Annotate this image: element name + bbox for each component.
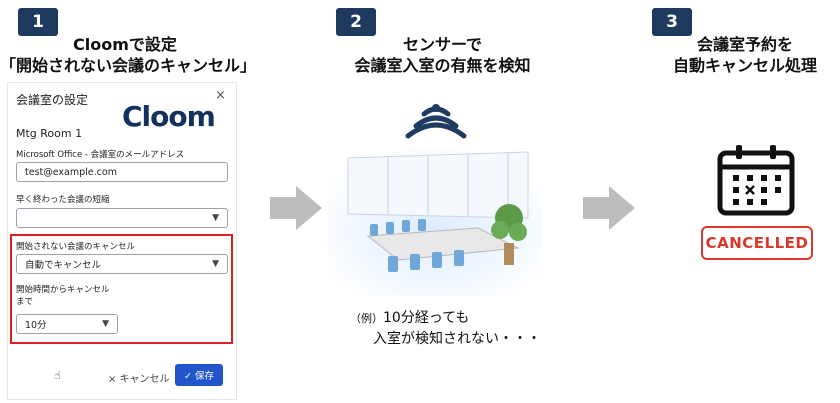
email-value: test@example.com: [25, 166, 117, 178]
example-note: （例）10分経っても 入室が検知されない・・・: [350, 308, 541, 349]
save-button[interactable]: ✓ 保存: [175, 364, 223, 386]
step-1-title-line2: 「開始されない会議のキャンセル」: [0, 56, 257, 75]
shorten-label: 早く終わった会議の短縮: [16, 195, 110, 205]
step-2-heading: センサーで 会議室入室の有無を検知: [325, 34, 560, 76]
cancelled-stamp: CANCELLED: [701, 226, 813, 260]
hand-cursor-icon: ☝: [54, 369, 61, 382]
step-2-title-line1: センサーで: [402, 35, 483, 54]
step-3-heading: 会議室予約を 自動キャンセル処理: [655, 34, 835, 76]
email-field[interactable]: test@example.com: [16, 162, 228, 182]
step-1-heading: Cloomで設定 「開始されない会議のキャンセル」: [0, 34, 257, 76]
chevron-down-icon: ▼: [102, 319, 109, 329]
close-icon[interactable]: ×: [215, 88, 226, 103]
cancel-setting-label: 開始されない会議のキャンセル: [16, 242, 136, 252]
shorten-select[interactable]: ▼: [16, 208, 228, 228]
auto-cancel-select[interactable]: 自動でキャンセル ▼: [16, 254, 228, 274]
step-2-title-line2: 会議室入室の有無を検知: [354, 56, 531, 75]
cancel-time-value: 10分: [25, 320, 47, 331]
chevron-down-icon: ▼: [212, 259, 219, 269]
cancel-time-label: 開始時間からキャンセル まで: [16, 284, 110, 308]
cancel-time-label-line2: まで: [16, 297, 34, 307]
cancel-button[interactable]: × キャンセル: [108, 374, 170, 385]
cloom-logo: Cloom: [122, 100, 216, 133]
cancel-time-label-line1: 開始時間からキャンセル: [16, 285, 110, 295]
wifi-signal-icon: [405, 104, 467, 139]
step-3-title-line2: 自動キャンセル処理: [672, 56, 817, 75]
chevron-down-icon: ▼: [212, 213, 219, 223]
dialog-title: 会議室の設定: [16, 93, 89, 107]
example-prefix: （例）: [350, 312, 383, 325]
arrow-right-icon: [270, 186, 322, 230]
step-3-badge: 3: [652, 8, 692, 36]
cancel-time-select[interactable]: 10分 ▼: [16, 314, 118, 334]
auto-cancel-value: 自動でキャンセル: [25, 260, 102, 271]
step-2-badge: 2: [336, 8, 376, 36]
step-1-title-line1: Cloomで設定: [73, 35, 177, 54]
step-1-badge: 1: [18, 8, 58, 36]
example-line2: 入室が検知されない・・・: [373, 331, 541, 347]
calendar-cancel-icon: [717, 145, 795, 216]
step-3-title-line1: 会議室予約を: [696, 35, 793, 54]
example-line1: 10分経っても: [383, 310, 470, 326]
arrow-right-icon: [583, 186, 635, 230]
room-name: Mtg Room 1: [16, 127, 83, 140]
email-label: Microsoft Office - 会議室のメールアドレス: [16, 150, 185, 160]
room-settings-dialog: 会議室の設定 × Cloom Mtg Room 1 Microsoft Offi…: [8, 83, 236, 399]
highlight-box: [10, 234, 233, 344]
meeting-room-illustration: [328, 148, 542, 296]
